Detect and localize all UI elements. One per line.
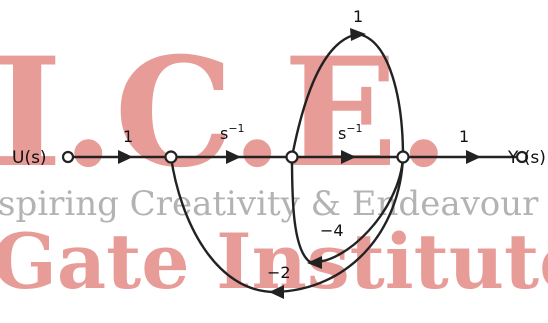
gain-n1-to-n2: s−1 <box>220 122 245 143</box>
gain-n1-to-n2-base: s <box>220 124 228 143</box>
gain-n3-to-y: 1 <box>459 127 469 146</box>
gain-feedback-outer: −2 <box>267 263 291 282</box>
graph-nodes <box>61 150 529 164</box>
node-output <box>515 150 529 164</box>
arrowhead-feedback-inner <box>307 256 322 269</box>
node-input <box>61 150 75 164</box>
input-label: U(s) <box>12 148 47 168</box>
graph-labels: U(s) Y (s) 1 s−1 s−1 1 1 −4 −2 <box>12 7 546 282</box>
watermark-tagline-text: spiring Creativity & Endeavour <box>0 184 539 224</box>
gain-feedback-inner: −4 <box>320 221 344 240</box>
arrowhead-feedback-outer <box>269 285 284 299</box>
arrowhead-n1-to-n2 <box>226 150 241 164</box>
node-1 <box>164 150 178 164</box>
gain-u-to-n1: 1 <box>123 127 133 146</box>
gain-n1-to-n2-exp: −1 <box>228 122 244 135</box>
arrowhead-feedforward-top <box>350 28 366 41</box>
gain-n2-to-n3-base: s <box>338 124 346 143</box>
arrowhead-n2-to-n3 <box>341 150 356 164</box>
arrowhead-u-to-n1 <box>118 150 133 164</box>
graph-arrowheads <box>118 28 481 299</box>
gain-feedforward-top: 1 <box>353 7 363 26</box>
arrowhead-n3-to-y <box>466 150 481 164</box>
gain-n2-to-n3: s−1 <box>338 122 363 143</box>
node-2 <box>285 150 299 164</box>
node-3 <box>396 150 410 164</box>
output-label: Y (s) <box>507 148 546 168</box>
gain-n2-to-n3-exp: −1 <box>346 122 362 135</box>
watermark: I.C.E. spiring Creativity & Endeavour Ga… <box>0 25 548 306</box>
watermark-ice-text: I.C.E. <box>0 25 450 201</box>
